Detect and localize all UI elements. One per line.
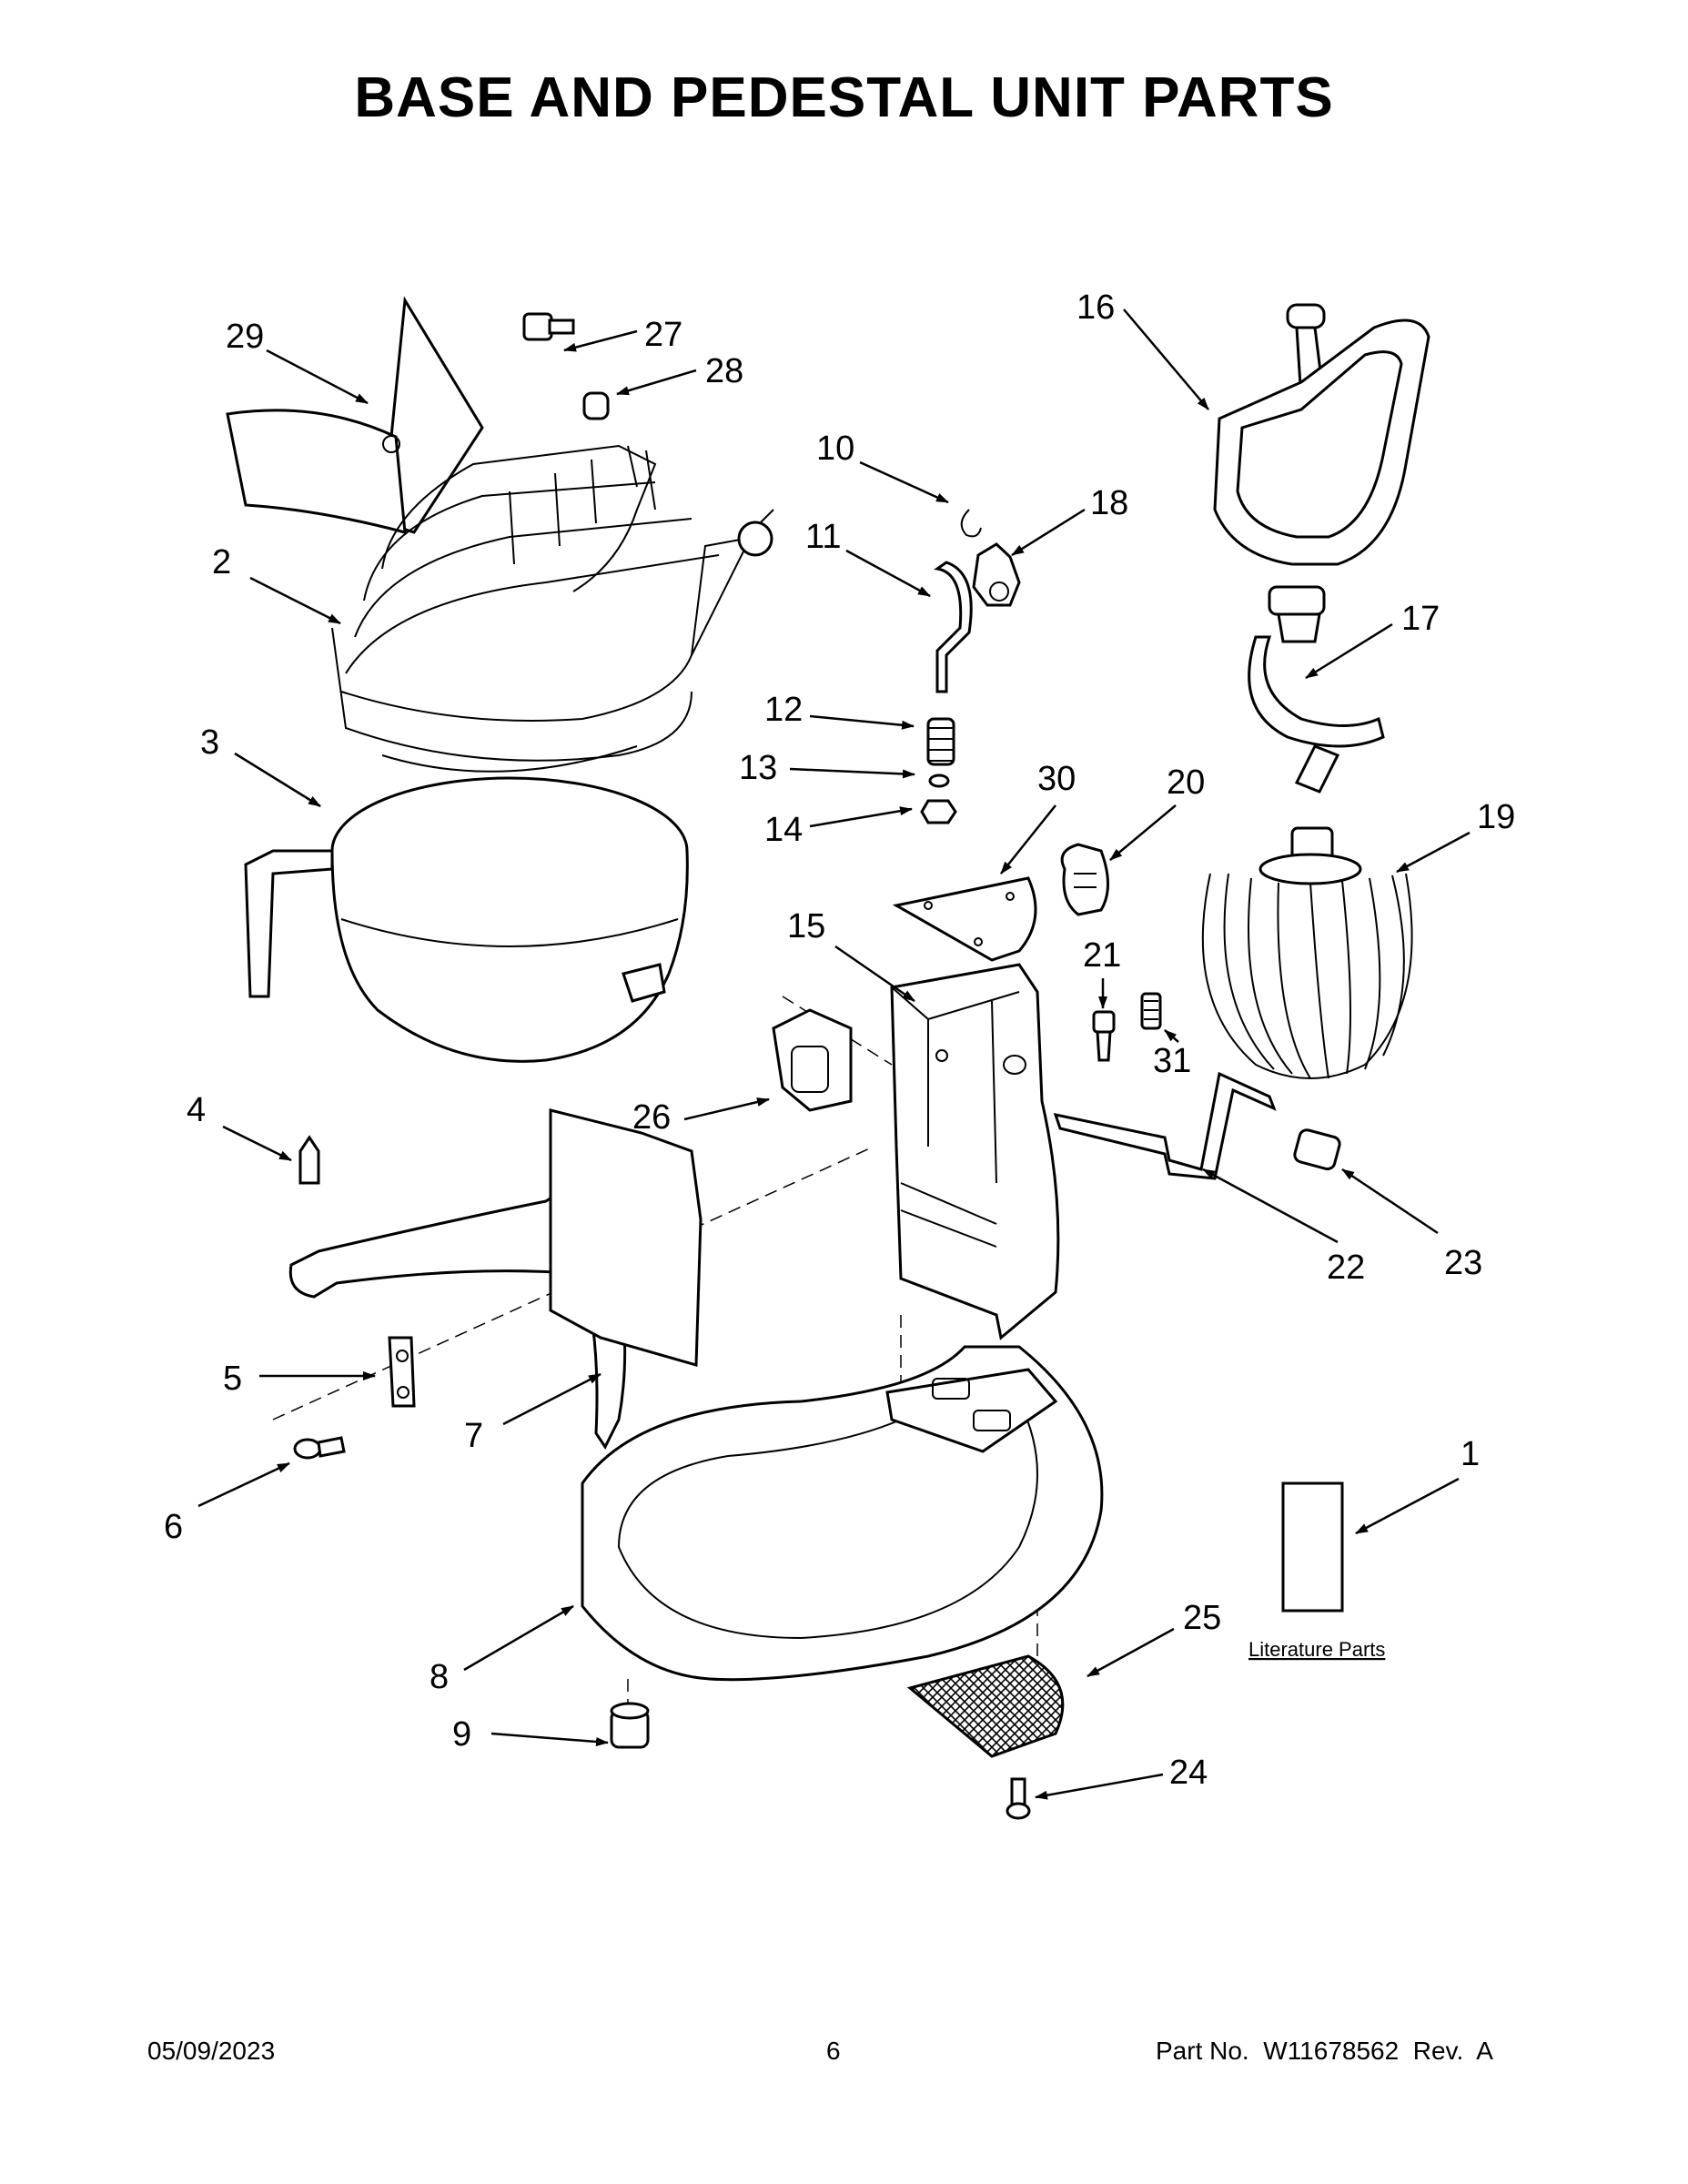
callout-10: 10 xyxy=(816,430,854,468)
callout-4: 4 xyxy=(187,1091,206,1129)
leader-11 xyxy=(845,549,931,598)
part-mixing-bowl xyxy=(244,776,689,1063)
part-set-screw xyxy=(1140,992,1162,1030)
part-flat-beater xyxy=(1213,303,1430,566)
literature-booklet xyxy=(1281,1481,1344,1613)
callout-9: 9 xyxy=(452,1715,471,1754)
part-pedestal-column xyxy=(890,963,1060,1340)
leader-13 xyxy=(789,767,915,779)
leader-20 xyxy=(1109,804,1177,861)
part-pivot-pin xyxy=(522,312,575,341)
leader-18 xyxy=(1011,508,1086,557)
part-nut xyxy=(920,799,957,824)
callout-28: 28 xyxy=(705,352,743,390)
callout-7: 7 xyxy=(464,1417,483,1455)
part-screw-6 xyxy=(293,1436,346,1460)
footer-page-number: 6 xyxy=(826,2037,841,2065)
part-bowl-latch xyxy=(1060,843,1109,916)
leader-3 xyxy=(234,752,321,808)
part-bowl-support xyxy=(288,1108,702,1450)
callout-16: 16 xyxy=(1076,288,1115,327)
leader-19 xyxy=(1396,831,1471,874)
part-bracket xyxy=(388,1336,416,1408)
callout-8: 8 xyxy=(430,1658,449,1696)
footer-date: 05/09/2023 xyxy=(147,2037,276,2065)
callout-5: 5 xyxy=(223,1360,242,1398)
callout-22: 22 xyxy=(1327,1249,1365,1287)
part-lift-knob xyxy=(972,542,1021,607)
part-base xyxy=(581,1345,1104,1682)
leader-2 xyxy=(249,576,341,625)
callout-17: 17 xyxy=(1401,600,1440,638)
part-lift-rod xyxy=(934,561,973,693)
part-wire-whip xyxy=(1201,826,1413,1079)
callout-1: 1 xyxy=(1461,1435,1480,1473)
part-bowl-guard xyxy=(331,444,774,773)
leader-6 xyxy=(197,1461,290,1508)
part-switch-housing xyxy=(772,1008,853,1112)
callout-29: 29 xyxy=(226,318,264,356)
callout-13: 13 xyxy=(739,749,777,787)
part-cover-plate xyxy=(892,876,1037,962)
callout-6: 6 xyxy=(164,1508,183,1546)
leader-17 xyxy=(1305,622,1393,680)
leader-29 xyxy=(266,349,369,405)
leader-1 xyxy=(1355,1477,1460,1535)
leader-7 xyxy=(502,1372,601,1426)
part-bushing xyxy=(582,391,610,420)
leader-14 xyxy=(809,806,913,828)
callout-2: 2 xyxy=(212,543,231,581)
callout-18: 18 xyxy=(1090,484,1128,522)
part-washer xyxy=(928,774,950,788)
part-screw-24 xyxy=(1006,1777,1031,1820)
leader-8 xyxy=(463,1604,574,1672)
callout-12: 12 xyxy=(764,691,803,729)
leader-16 xyxy=(1123,308,1209,410)
leader-12 xyxy=(809,714,915,730)
leader-4 xyxy=(222,1125,292,1162)
literature-parts-label: Literature Parts xyxy=(1248,1638,1385,1661)
part-crank-grip xyxy=(1293,1128,1341,1171)
leader-24 xyxy=(1035,1773,1164,1800)
callout-14: 14 xyxy=(764,811,803,849)
callout-23: 23 xyxy=(1444,1244,1482,1282)
part-dough-hook xyxy=(1248,585,1385,794)
callout-20: 20 xyxy=(1167,763,1205,802)
leader-22 xyxy=(1202,1168,1339,1244)
part-mesh-pad xyxy=(906,1654,1065,1758)
leader-28 xyxy=(616,369,697,396)
callout-30: 30 xyxy=(1037,760,1076,798)
page-title: BASE AND PEDESTAL UNIT PARTS xyxy=(354,66,1334,129)
part-screw-21 xyxy=(1092,1010,1116,1062)
part-pin-4 xyxy=(298,1135,320,1185)
callout-21: 21 xyxy=(1083,936,1121,975)
callout-3: 3 xyxy=(200,723,219,762)
part-retaining-clip xyxy=(960,509,982,538)
callout-11: 11 xyxy=(805,518,841,556)
part-pouring-shield xyxy=(226,296,484,534)
callout-24: 24 xyxy=(1169,1754,1208,1792)
leader-25 xyxy=(1087,1627,1175,1678)
leader-15 xyxy=(834,945,915,1003)
leader-9 xyxy=(490,1732,609,1746)
part-foot xyxy=(610,1702,650,1749)
callout-25: 25 xyxy=(1183,1599,1221,1637)
part-crank-handle xyxy=(1053,1071,1277,1180)
leader-26 xyxy=(683,1097,770,1121)
leader-31 xyxy=(1164,1029,1179,1043)
callout-31: 31 xyxy=(1153,1042,1191,1080)
leader-27 xyxy=(563,329,638,352)
leader-30 xyxy=(1000,804,1056,875)
callout-26: 26 xyxy=(632,1098,671,1137)
callout-15: 15 xyxy=(787,907,825,945)
leader-23 xyxy=(1341,1168,1439,1235)
leader-10 xyxy=(859,460,949,504)
callout-27: 27 xyxy=(644,316,682,354)
callout-19: 19 xyxy=(1477,798,1515,836)
part-spring xyxy=(926,717,955,766)
footer-part-number: Part No. W11678562 Rev. A xyxy=(1156,2037,1493,2065)
